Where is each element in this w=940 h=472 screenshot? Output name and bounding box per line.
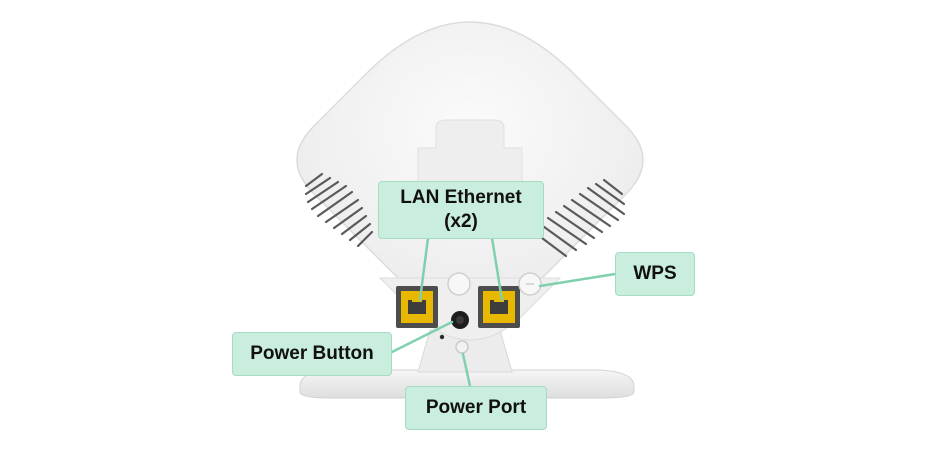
lan-ethernet-count: (x2) bbox=[444, 211, 478, 232]
wps-callout: WPS bbox=[615, 252, 695, 296]
left-vent-grille bbox=[304, 172, 374, 248]
reset-hole bbox=[439, 334, 445, 340]
lan-port-left bbox=[396, 286, 438, 328]
callout-leader-lines bbox=[390, 236, 617, 388]
lan-ethernet-label: LAN Ethernet bbox=[400, 187, 522, 208]
power-port-label: Power Port bbox=[425, 397, 527, 418]
power-button-label: Power Button bbox=[250, 343, 374, 364]
lan-port-right bbox=[478, 286, 520, 328]
power-button-callout: Power Button bbox=[232, 332, 392, 376]
power-port bbox=[455, 340, 469, 354]
round-button-center bbox=[447, 272, 471, 296]
power-port-callout: Power Port bbox=[405, 386, 547, 430]
wps-label: WPS bbox=[633, 263, 677, 284]
lan-ethernet-callout: LAN Ethernet (x2) bbox=[378, 181, 544, 239]
right-vent-grille bbox=[532, 178, 626, 258]
body-recess bbox=[417, 119, 523, 191]
